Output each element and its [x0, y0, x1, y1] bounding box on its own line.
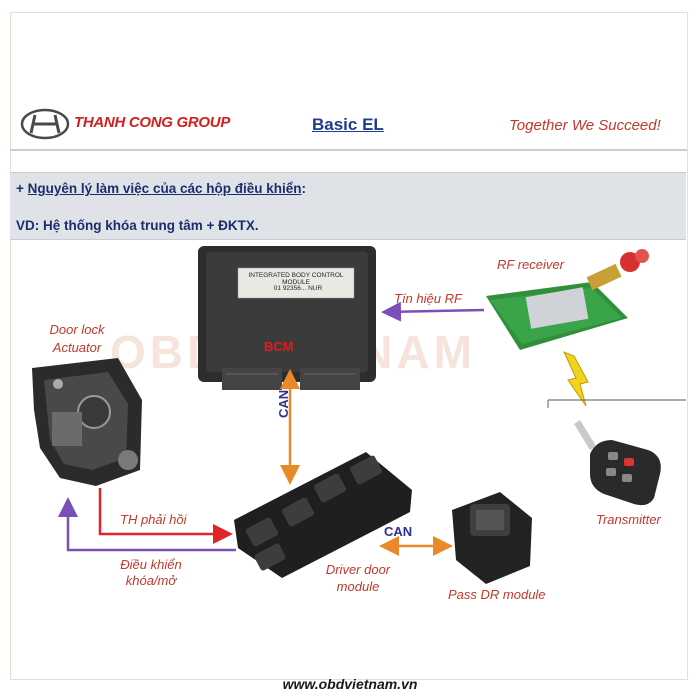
bcm-sticker-code: 01 92356... NUR [273, 285, 323, 292]
lock-control-arrow [58, 497, 236, 552]
can-horizontal-label: CAN [384, 524, 413, 539]
page-title: Basic EL [312, 115, 384, 134]
driver-door-label-2: module [336, 579, 380, 594]
rf-signal-arrow [381, 301, 485, 322]
door-lock-label-1: Door lock [49, 322, 105, 337]
slogan: Together We Succeed! [509, 117, 661, 134]
rf-signal-label: Tín hiệu RF [394, 291, 462, 306]
brand-name: THANH CONG GROUP [74, 114, 231, 131]
transmitter-label: Transmitter [596, 512, 661, 527]
feedback-label: TH phải hồi [120, 512, 187, 527]
rf-receiver-label: RF receiver [497, 257, 564, 272]
info-box [10, 172, 686, 240]
control-label-2: khóa/mở [125, 573, 177, 588]
transmitter-image [574, 420, 661, 506]
bcm-module-image [198, 246, 376, 390]
bcm-sticker-text: INTEGRATED BODY CONTROL MODULE [248, 272, 344, 286]
door-lock-label-2: Actuator [52, 340, 102, 355]
driver-door-module-image [234, 452, 412, 578]
bcm-label: BCM [264, 339, 294, 354]
driver-door-label-1: Driver door [325, 562, 391, 577]
control-label-1: Điều khiển [120, 557, 182, 572]
door-lock-actuator-image [32, 358, 142, 486]
lightning-icon [563, 351, 589, 407]
rf-receiver-image [486, 249, 649, 350]
hyundai-logo-icon [20, 108, 70, 140]
pass-dr-label: Pass DR module [448, 587, 546, 602]
header-divider [10, 149, 687, 151]
info-line-2: VD: Hệ thống khóa trung tâm + ĐKTX. [16, 218, 259, 233]
slide-frame [10, 12, 688, 680]
can-vertical-label: CAN [276, 389, 291, 418]
info-line-1: + Nguyên lý làm việc của các hộp điều kh… [16, 181, 306, 196]
pass-dr-module-image [452, 492, 532, 584]
feedback-arrow [98, 488, 233, 544]
footer-url: www.obdvietnam.vn [282, 676, 418, 692]
